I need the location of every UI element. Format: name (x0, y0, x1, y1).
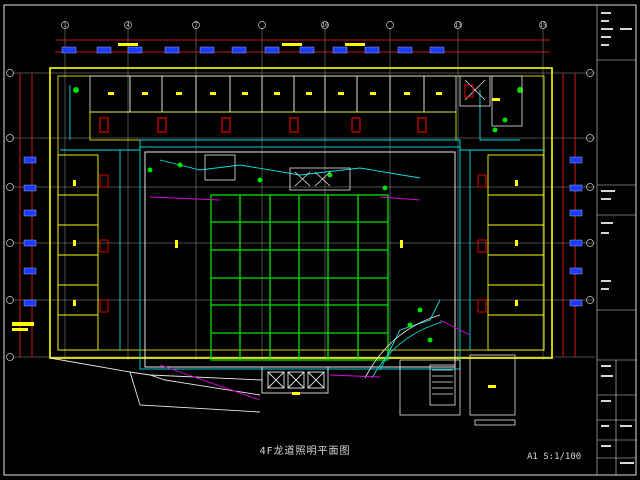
svg-text:13: 13 (454, 22, 462, 29)
elevator-block-bottom (261, 366, 329, 394)
svg-text:10: 10 (321, 22, 329, 29)
svg-text:15: 15 (539, 22, 547, 29)
lower-facade (49, 357, 263, 413)
lighting-circuits (60, 85, 545, 371)
side-grid-bubbles (6, 69, 594, 361)
scale-note: A1 S:1/100 (527, 452, 582, 462)
right-room-column (487, 154, 545, 351)
top-grid-axes (64, 28, 544, 360)
room-label-marks-top (118, 43, 365, 46)
drawing-title: 4F龙道照明平面图 (259, 446, 351, 457)
svg-text:7: 7 (194, 22, 198, 29)
top-grid-bubbles (61, 21, 547, 29)
title-block-text-marks (601, 12, 634, 464)
stair-core-bottom-right (399, 354, 516, 426)
stair-core-top-right (459, 75, 523, 127)
interior-room-labels (12, 98, 518, 395)
svg-text:1: 1 (63, 22, 67, 29)
ceiling-grid (210, 194, 389, 361)
room-tags-side (23, 156, 583, 307)
top-room-doors (99, 117, 427, 133)
building-outline (49, 67, 553, 359)
magenta-feeder-lines (149, 196, 471, 401)
top-room-row (89, 75, 457, 141)
title-block-lines (596, 4, 637, 476)
room-tags-top (61, 46, 445, 54)
top-room-fixtures (108, 92, 442, 95)
left-room-column (57, 154, 99, 351)
side-grid-axes (12, 72, 595, 358)
elevator-block-center (204, 154, 351, 191)
drawing-frame (3, 4, 637, 476)
curved-entrance (364, 314, 443, 379)
light-fixtures (73, 87, 523, 343)
svg-text:4: 4 (126, 22, 130, 29)
top-grid-bubble-labels: 1 4 7 10 13 15 (63, 22, 547, 29)
side-room-doors (99, 84, 487, 313)
